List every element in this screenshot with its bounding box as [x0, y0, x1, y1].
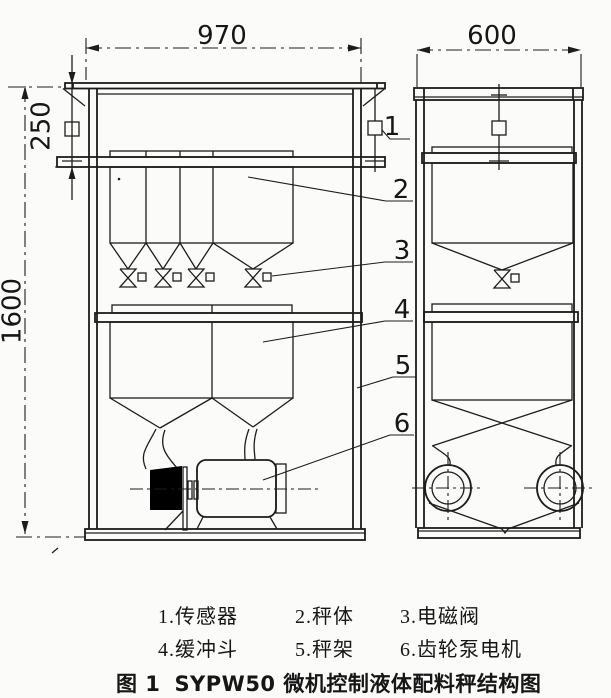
- dim-total-height-label: 1600: [0, 278, 28, 344]
- solenoid-valves: [118, 268, 272, 288]
- legend-item-scale-body: 2.秤体: [295, 606, 354, 628]
- scale-body-side: [431, 162, 574, 289]
- sensor-box-icon: [491, 120, 507, 136]
- callout-2-label: 2: [393, 175, 410, 205]
- legend-item-scale-frame: 5.秤架: [295, 639, 354, 661]
- legend-item-buffer-hopper: 4.缓冲斗: [158, 639, 238, 661]
- solenoid-valve-icon: [153, 268, 182, 288]
- solenoid-valve-icon: [118, 268, 147, 288]
- front-view: 1 2 3 4 5 6 970: [0, 21, 416, 554]
- callout-6-label: 6: [394, 409, 411, 439]
- buffer-hopper-side: [423, 303, 579, 466]
- callout-3-label: 3: [394, 236, 411, 266]
- scale-body-front: [109, 166, 294, 270]
- structure-diagram: 1 2 3 4 5 6 970: [0, 21, 596, 554]
- sensor-box-icon: [367, 120, 383, 136]
- weigh-shelf-front: [56, 150, 386, 168]
- scale-frame-side: [413, 87, 584, 539]
- solenoid-valve-icon: [186, 268, 215, 288]
- callout-5-label: 5: [395, 351, 412, 381]
- figure-number: 图 1: [116, 672, 161, 696]
- gear-pumps-side: [412, 452, 596, 535]
- legend-item-solenoid: 3.电磁阀: [400, 606, 480, 628]
- dim-side-width-label: 600: [467, 21, 517, 51]
- solenoid-valve-icon: [243, 268, 272, 288]
- gear-pump-motor-front: [130, 459, 318, 531]
- dimension-total-height: 1600: [0, 86, 86, 554]
- figure-title: SYPW50 微机控制液体配料秤结构图: [174, 672, 542, 696]
- callout-1-label: 1: [384, 112, 401, 142]
- dimension-side-width: 600: [416, 21, 582, 87]
- callout-4-label: 4: [394, 295, 411, 325]
- dim-front-width-label: 970: [197, 21, 247, 51]
- load-cell-right: [365, 88, 385, 172]
- figure-caption: 图 1 SYPW50 微机控制液体配料秤结构图: [116, 668, 596, 698]
- gear-pump: [150, 466, 182, 510]
- scale-frame-front: [62, 82, 386, 541]
- dimension-front-width: 970: [85, 21, 362, 110]
- side-view: 600: [412, 21, 596, 539]
- dimension-top-offset: 250: [27, 72, 88, 179]
- dim-top-offset-label: 250: [27, 101, 57, 151]
- buffer-hopper-front: [94, 304, 363, 470]
- solenoid-valve-icon: [492, 269, 520, 289]
- legend-item-gear-pump: 6.齿轮泵电机: [400, 639, 522, 661]
- legend-item-sensor: 1.传感器: [158, 606, 238, 628]
- callouts: 1 2 3 4 5 6: [247, 112, 416, 481]
- sensor-box-icon: [64, 121, 80, 137]
